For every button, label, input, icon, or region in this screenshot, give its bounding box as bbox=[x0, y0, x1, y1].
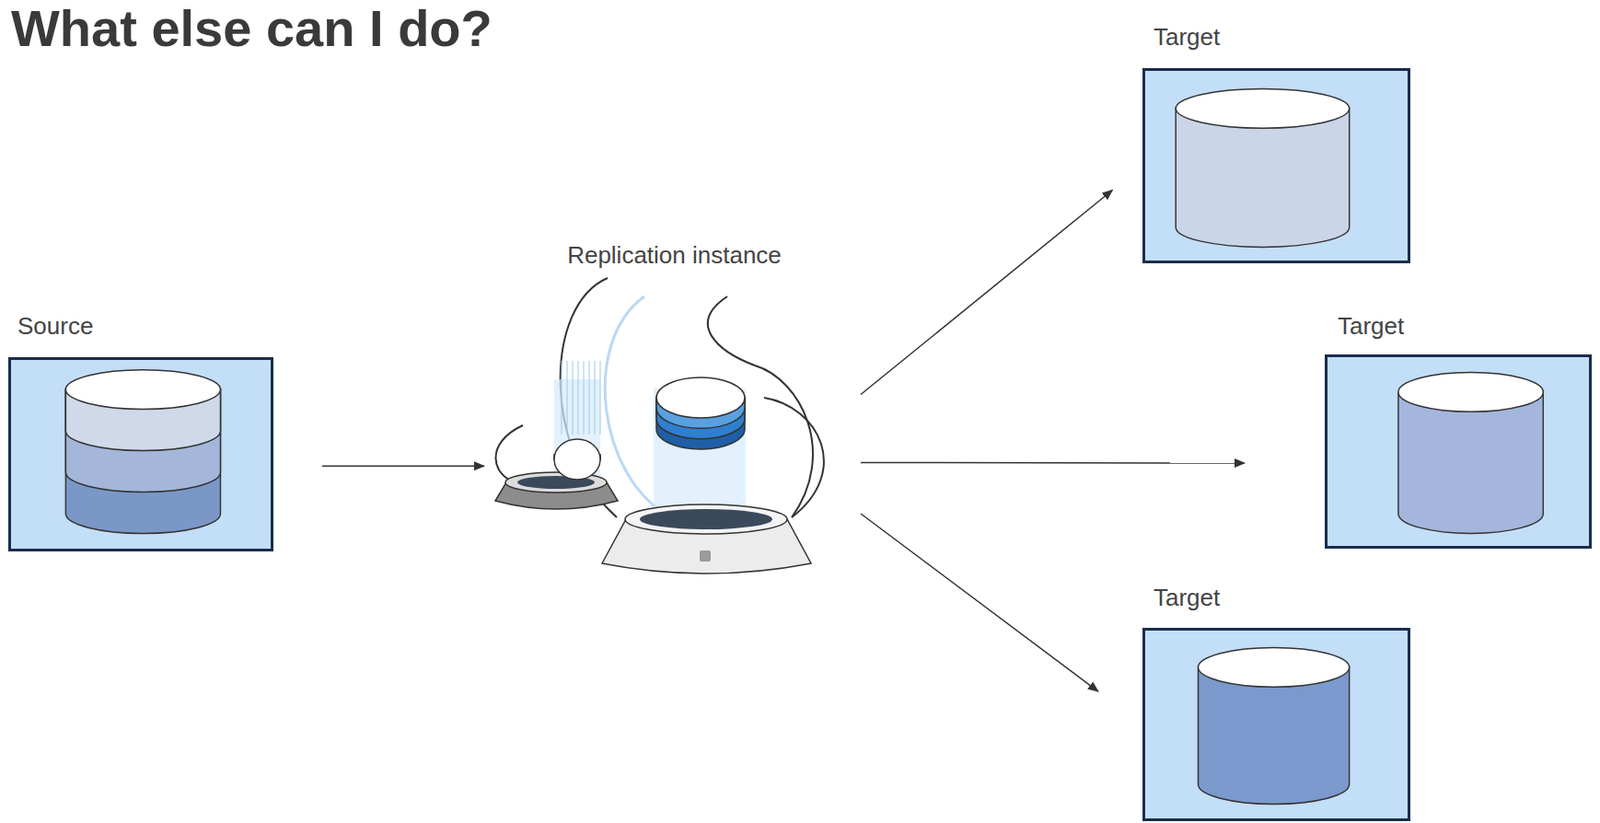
cylinder-band bbox=[1175, 108, 1350, 248]
arrow-connector bbox=[860, 513, 1099, 692]
database-icon bbox=[11, 359, 271, 549]
target-database: Target bbox=[1324, 354, 1592, 549]
target-database: Target bbox=[1142, 627, 1411, 822]
cylinder-band bbox=[65, 389, 221, 534]
node-label: Source bbox=[17, 312, 93, 341]
cylinder-top bbox=[1198, 647, 1350, 687]
glow-line bbox=[561, 360, 563, 435]
cylinder-top bbox=[65, 370, 221, 410]
glow-line bbox=[578, 360, 580, 435]
cylinder-band bbox=[1398, 392, 1543, 534]
database-icon bbox=[1327, 357, 1589, 546]
glow-line bbox=[594, 360, 596, 435]
cylinder-top bbox=[1175, 88, 1350, 128]
replication-instance: Replication instance bbox=[487, 241, 861, 582]
pedestal-plate bbox=[639, 509, 773, 530]
cylinder-top bbox=[656, 377, 745, 418]
target-database: Target bbox=[1142, 68, 1411, 264]
slide-title: What else can I do? bbox=[11, 0, 493, 58]
cylinder-band bbox=[1198, 667, 1350, 805]
database-icon bbox=[1145, 70, 1408, 261]
logo bbox=[699, 550, 711, 562]
glow-line bbox=[572, 360, 574, 435]
glow-line bbox=[600, 360, 602, 435]
swirl bbox=[764, 397, 824, 518]
swirl bbox=[495, 425, 523, 483]
cylinder-top bbox=[554, 439, 601, 480]
glow-line bbox=[589, 360, 591, 435]
node-label: Target bbox=[1153, 23, 1220, 52]
glow-line bbox=[567, 360, 569, 435]
glow-line bbox=[583, 360, 585, 435]
arrow-connector bbox=[860, 189, 1113, 395]
pedestal-top bbox=[625, 504, 788, 534]
node-label: Target bbox=[1153, 583, 1220, 613]
replication-illustration bbox=[487, 241, 861, 582]
arrow-connector bbox=[322, 464, 485, 467]
database-icon bbox=[1145, 630, 1408, 819]
node-label: Replication instance bbox=[567, 241, 782, 270]
arrow-connector bbox=[860, 462, 1245, 464]
node-label: Target bbox=[1337, 312, 1404, 341]
source-database: Source bbox=[8, 357, 274, 552]
cylinder-top bbox=[1398, 372, 1543, 413]
